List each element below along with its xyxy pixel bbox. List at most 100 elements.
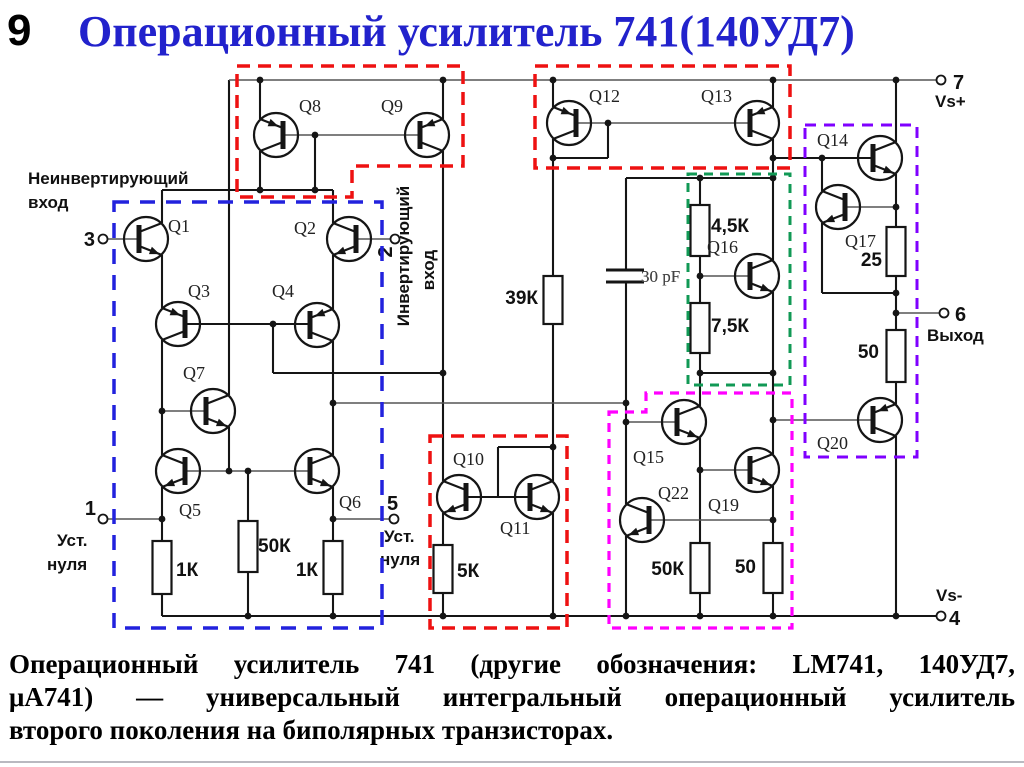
transistor-Q3: Q3: [154, 281, 210, 348]
emitter-arrow-icon: [335, 246, 347, 255]
transistor-base-bar: [307, 311, 313, 339]
transistor-Q20: Q20: [817, 396, 904, 453]
junction-dot: [439, 369, 447, 377]
transistor-label: Q11: [500, 518, 530, 538]
transistor-body: [660, 398, 708, 446]
schematic-label: 4: [949, 608, 961, 630]
group-q15-q19-q22: [607, 391, 794, 630]
schematic-label: вход: [28, 193, 69, 212]
resistor-value: 1К: [176, 560, 199, 581]
junction-dot: [311, 186, 319, 194]
transistor-body: [733, 446, 781, 494]
transistor-Q12: Q12: [545, 86, 620, 147]
transistor-lead: [442, 479, 467, 492]
schematic-label: 7: [953, 72, 964, 94]
schematic-label: вход: [419, 250, 438, 291]
schematic-label: 2: [375, 246, 397, 257]
transistor-base-bar: [674, 408, 680, 436]
transistor-Q17: Q17: [814, 183, 876, 251]
junction-dot: [818, 154, 826, 162]
junction-dot: [549, 154, 557, 162]
transistor-lead: [749, 258, 774, 271]
pin-terminal-1: [97, 513, 109, 525]
transistor-label: Q1: [168, 216, 190, 236]
transistor-Q14: Q14: [817, 130, 904, 182]
transistor-label: Q16: [707, 237, 738, 257]
emitter-arrow-icon: [628, 527, 640, 536]
junction-dot: [269, 320, 277, 328]
junction-dot: [892, 203, 900, 211]
schematic-label: нуля: [47, 555, 87, 574]
schematic-label: 5: [387, 493, 398, 515]
emitter-arrow-icon: [759, 477, 771, 486]
schematic-label: Уст.: [57, 531, 88, 550]
transistor-body: [252, 111, 300, 159]
caption-line: второго поколения на биполярных транзист…: [9, 715, 614, 746]
resistor-body: [689, 541, 711, 595]
slide-number: 9: [7, 6, 32, 55]
emitter-arrow-icon: [686, 429, 698, 438]
transistor-lead: [419, 140, 444, 153]
pin-terminal-4: [935, 610, 947, 622]
transistor-body: [733, 252, 781, 300]
junction-dot: [892, 289, 900, 297]
schematic-label: нуля: [380, 550, 420, 569]
transistor-body: [856, 134, 904, 182]
resistor-body: [762, 541, 784, 595]
emitter-arrow-icon: [560, 106, 572, 115]
transistor-label: Q19: [708, 495, 739, 515]
transistor-base-bar: [307, 457, 313, 485]
emitter-arrow-icon: [424, 118, 436, 127]
transistor-body: [513, 473, 561, 521]
resistor-body: [542, 274, 564, 326]
transistor-body: [154, 447, 202, 495]
schematic-label: 6: [955, 304, 966, 326]
caption-line: Операционный усилитель 741 (другие обозн…: [9, 649, 1015, 679]
transistor-base-bar: [182, 310, 188, 338]
resistor-body: [885, 225, 907, 278]
transistor-label: Q4: [272, 281, 294, 301]
junction-dot: [769, 76, 777, 84]
caption-line: μА741) — универсальный интегральный опер…: [9, 682, 1015, 713]
pin-terminal-2: [389, 233, 401, 245]
junction-dot: [696, 466, 704, 474]
junction-dot: [769, 369, 777, 377]
transistor-Q9: Q9: [381, 96, 451, 159]
junction-dot: [769, 516, 777, 524]
transistor-base-bar: [182, 457, 188, 485]
schematic-label: Выход: [927, 326, 984, 345]
junction-dot: [892, 612, 900, 620]
transistor-body: [189, 387, 237, 435]
transistor-label: Q14: [817, 130, 848, 150]
junction-dot: [311, 131, 319, 139]
junction-dot: [696, 174, 704, 182]
transistor-base-bar: [353, 225, 359, 253]
resistor-5К: 5К: [432, 543, 480, 595]
junction-dot: [604, 119, 612, 127]
transistor-Q4: Q4: [272, 281, 341, 349]
transistor-Q7: Q7: [183, 363, 237, 435]
emitter-arrow-icon: [164, 478, 176, 487]
resistor-body: [151, 539, 173, 596]
resistor-body: [432, 543, 454, 595]
resistor-value: 50: [735, 557, 756, 578]
junction-dot: [158, 515, 166, 523]
junction-dot: [244, 467, 252, 475]
emitter-arrow-icon: [319, 478, 331, 487]
transistor-base-bar: [527, 483, 533, 511]
schematic-label: Инвертирующий: [394, 186, 413, 326]
transistor-body: [435, 473, 483, 521]
transistor-label: Q20: [817, 433, 848, 453]
transistor-lead: [332, 221, 357, 234]
resistor-39К: 39К: [505, 274, 564, 326]
transistor-base-bar: [842, 193, 848, 221]
transistor-label: Q3: [188, 281, 210, 301]
junction-dot: [892, 309, 900, 317]
junction-dot: [696, 612, 704, 620]
junction-dot: [158, 407, 166, 415]
transistor-label: Q9: [381, 96, 403, 116]
transistor-label: Q8: [299, 96, 321, 116]
junction-dot: [769, 416, 777, 424]
resistor-50К: 50К: [651, 541, 711, 595]
junction-dot: [329, 399, 337, 407]
